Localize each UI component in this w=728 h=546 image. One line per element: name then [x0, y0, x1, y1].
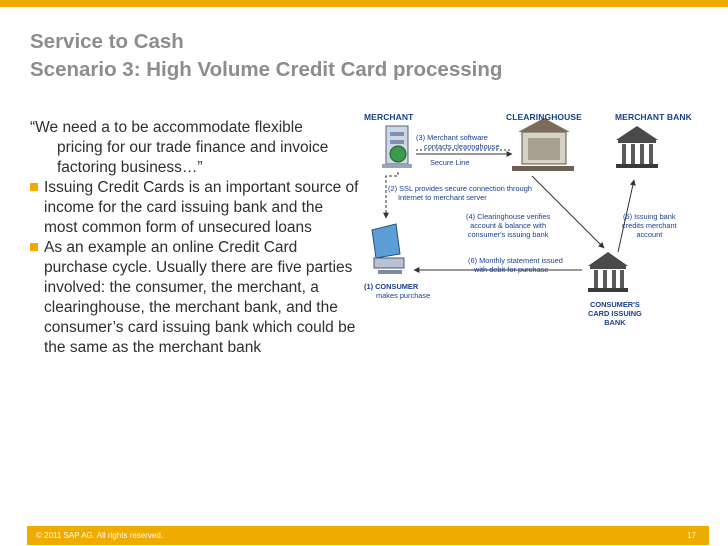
step-4-line-2: account & balance with — [470, 221, 547, 230]
step-6-line-2: with debit for purchase — [474, 265, 549, 274]
step-3-line-1: (3) Merchant software — [416, 133, 488, 142]
step-3-label: (3) Merchant software contacts clearingh… — [416, 133, 500, 151]
bullet-square-icon — [30, 183, 38, 191]
step-5-label: (5) Issuing bank credits merchant accoun… — [622, 212, 677, 239]
customer-quote: “We need a to be accommodate flexible pr… — [30, 118, 360, 178]
bullet-square-icon — [30, 243, 38, 251]
issuing-bank-line-2: CARD ISSUING — [588, 309, 642, 318]
step-1-label: (1) CONSUMER makes purchase — [364, 282, 430, 300]
flow-arrows — [383, 149, 636, 273]
bullet-text: As an example an online Credit Card purc… — [44, 239, 356, 356]
step-6-line-1: (6) Monthly statement issued — [468, 256, 563, 265]
copyright-text: © 2011 SAP AG. All rights reserved. — [36, 531, 163, 540]
step-4-line-3: consumer's issuing bank — [467, 230, 549, 239]
step-4-label: (4) Clearinghouse verifies account & bal… — [466, 212, 550, 239]
slide-text: “We need a to be accommodate flexible pr… — [30, 118, 360, 358]
step-3-line-2: contacts clearinghouse — [424, 142, 500, 151]
clearinghouse-building-icon — [512, 118, 574, 171]
slide-title: Service to Cash Scenario 3: High Volume … — [30, 28, 502, 84]
bullet-item: As an example an online Credit Card purc… — [30, 238, 360, 358]
page-number: 17 — [687, 531, 696, 540]
top-accent-bar — [0, 0, 728, 7]
issuing-bank-label: CONSUMER'S CARD ISSUING BANK — [588, 300, 642, 327]
title-line-1: Service to Cash — [30, 30, 184, 53]
step-2-line-1: (2) SSL provides secure connection throu… — [388, 184, 532, 193]
step-2-label: (2) SSL provides secure connection throu… — [388, 184, 532, 202]
merchant-bank-icon — [616, 126, 658, 168]
issuing-bank-icon — [588, 252, 628, 292]
secure-line-label: Secure Line — [430, 158, 470, 167]
step-6-label: (6) Monthly statement issued with debit … — [468, 256, 563, 274]
footer-bar: © 2011 SAP AG. All rights reserved. 17 — [27, 526, 709, 545]
step-5-line-1: (5) Issuing bank — [623, 212, 676, 221]
diagram-graphics — [371, 118, 658, 292]
merchant-bank-header: MERCHANT BANK — [615, 112, 692, 122]
merchant-header: MERCHANT — [364, 112, 414, 122]
step-1-line-1: (1) CONSUMER — [364, 282, 419, 291]
clearinghouse-header: CLEARINGHOUSE — [506, 112, 582, 122]
step-5-line-3: account — [636, 230, 663, 239]
issuing-bank-line-3: BANK — [604, 318, 626, 327]
quote-line-2: pricing for our trade finance and invoic… — [57, 139, 329, 176]
consumer-computer-icon — [371, 223, 405, 274]
bullet-text: Issuing Credit Cards is an important sou… — [44, 179, 359, 236]
step-1-line-2: makes purchase — [376, 291, 431, 300]
card-purchase-diagram: MERCHANT CLEARINGHOUSE MERCHANT BANK (3)… — [352, 106, 728, 346]
bullet-list: Issuing Credit Cards is an important sou… — [30, 178, 360, 358]
issuing-bank-line-1: CONSUMER'S — [589, 300, 640, 309]
title-line-2: Scenario 3: High Volume Credit Card proc… — [30, 58, 503, 81]
merchant-server-icon — [382, 125, 412, 168]
step-2-line-2: Internet to merchant server — [398, 193, 487, 202]
quote-line-1: “We need a to be accommodate flexible — [30, 119, 303, 136]
step-5-line-2: credits merchant — [622, 221, 677, 230]
step-4-line-1: (4) Clearinghouse verifies — [466, 212, 551, 221]
bullet-item: Issuing Credit Cards is an important sou… — [30, 178, 360, 238]
